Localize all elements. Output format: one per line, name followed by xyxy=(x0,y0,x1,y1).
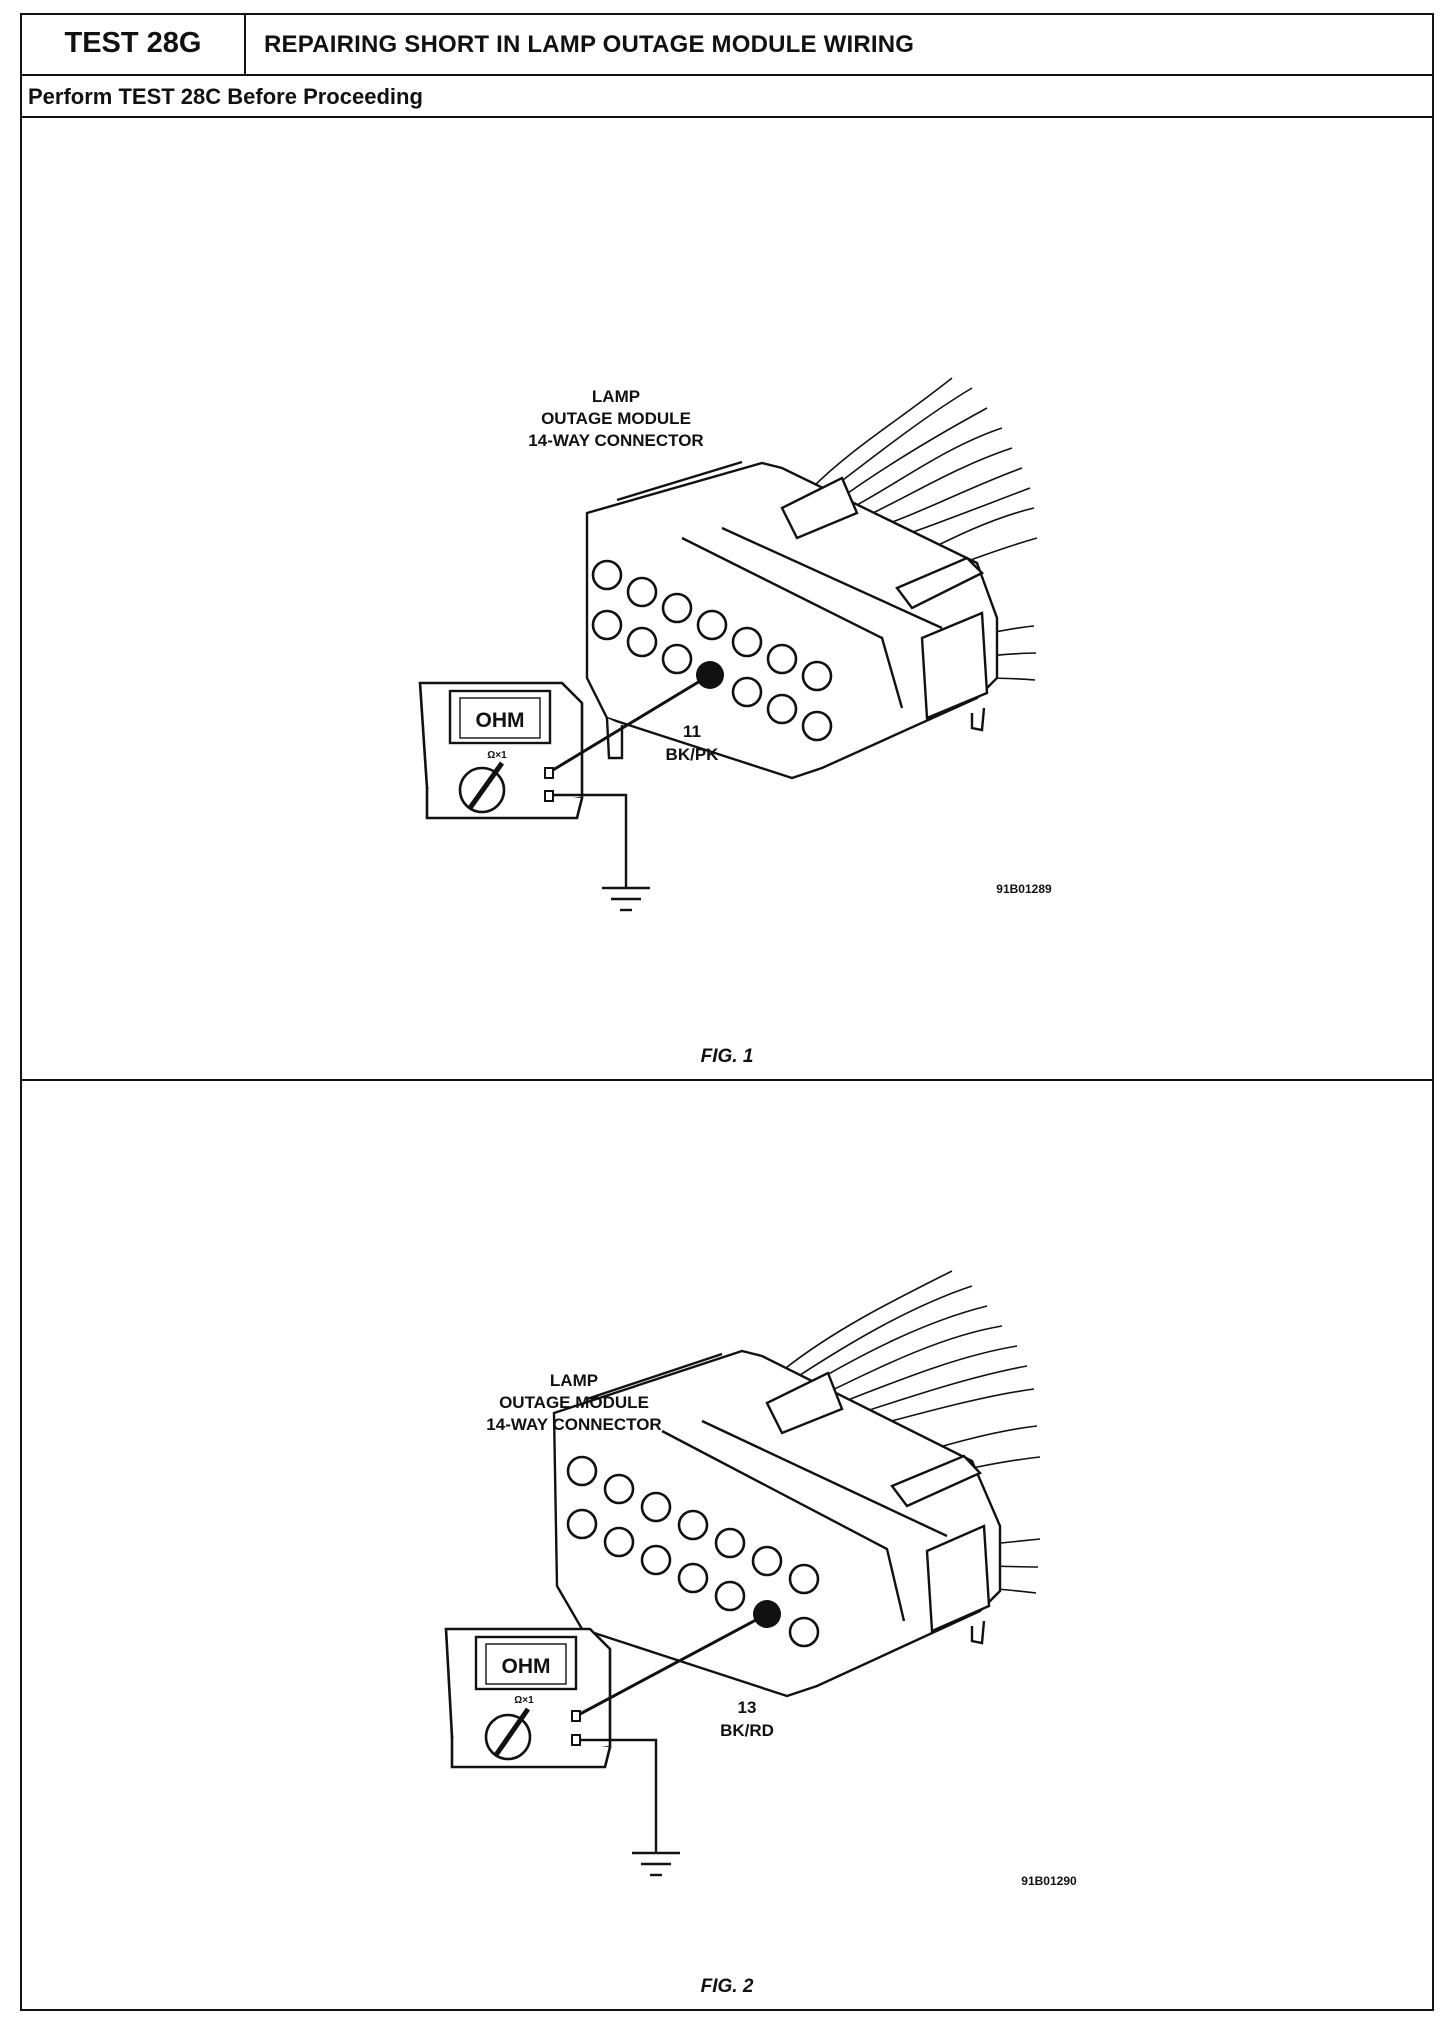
pin-number: 13 xyxy=(738,1698,757,1717)
svg-text:14-WAY CONNECTOR: 14-WAY CONNECTOR xyxy=(528,431,703,450)
figure-caption: FIG. 2 xyxy=(700,1976,754,1997)
test-lead-positive xyxy=(579,1612,768,1716)
figure-caption: FIG. 1 xyxy=(700,1046,754,1067)
ground-symbol xyxy=(632,1851,680,1877)
pin-number: 11 xyxy=(683,722,701,741)
test-lead-ground xyxy=(580,1738,658,1853)
test-lead-positive xyxy=(552,673,711,772)
figure-2-diagram: OHM Ω×1 LAMP OUTAGE MODULE 14-WAY CONNEC… xyxy=(444,1270,1077,1888)
wire-color: BK/RD xyxy=(720,1721,774,1740)
wire-color: BK/PK xyxy=(666,745,720,764)
figure-1-diagram: OHM Ω×1 LAMP OUTAGE MODULE 14-WAY CONNEC… xyxy=(418,377,1052,912)
meter-display: OHM xyxy=(476,709,525,732)
connector-14-way xyxy=(585,460,999,780)
meter-range: Ω×1 xyxy=(487,750,507,761)
svg-text:OUTAGE MODULE: OUTAGE MODULE xyxy=(541,409,691,428)
header: TEST 28G REPAIRING SHORT IN LAMP OUTAGE … xyxy=(22,15,1432,76)
ohmmeter: OHM Ω×1 xyxy=(418,681,584,820)
connector-pin-cavities xyxy=(566,1455,820,1648)
connector-label: LAMP OUTAGE MODULE 14-WAY CONNECTOR xyxy=(528,387,703,450)
test-lead-ground xyxy=(553,793,628,888)
connector-pin-cavities xyxy=(591,559,833,742)
connector-label: LAMP OUTAGE MODULE 14-WAY CONNECTOR xyxy=(486,1371,661,1434)
figure-code: 91B01290 xyxy=(1021,1874,1077,1888)
test-page: TEST 28G REPAIRING SHORT IN LAMP OUTAGE … xyxy=(20,13,1434,2011)
ohmmeter: OHM Ω×1 xyxy=(444,1627,612,1769)
figure-code: 91B01289 xyxy=(996,882,1052,896)
svg-text:14-WAY CONNECTOR: 14-WAY CONNECTOR xyxy=(486,1415,661,1434)
svg-text:LAMP: LAMP xyxy=(550,1371,598,1390)
prerequisite-note: Perform TEST 28C Before Proceeding xyxy=(22,76,1432,118)
svg-text:LAMP: LAMP xyxy=(592,387,640,406)
meter-display: OHM xyxy=(502,1655,551,1678)
svg-text:OUTAGE MODULE: OUTAGE MODULE xyxy=(499,1393,649,1412)
meter-range: Ω×1 xyxy=(514,1695,534,1706)
figure-1-panel: OHM Ω×1 LAMP OUTAGE MODULE 14-WAY CONNEC… xyxy=(22,118,1432,1081)
test-title: REPAIRING SHORT IN LAMP OUTAGE MODULE WI… xyxy=(264,31,915,58)
figure-2-panel: OHM Ω×1 LAMP OUTAGE MODULE 14-WAY CONNEC… xyxy=(22,1081,1432,2011)
test-id: TEST 28G xyxy=(22,15,246,74)
ground-symbol xyxy=(602,886,650,912)
connector-14-way xyxy=(552,1349,1002,1698)
